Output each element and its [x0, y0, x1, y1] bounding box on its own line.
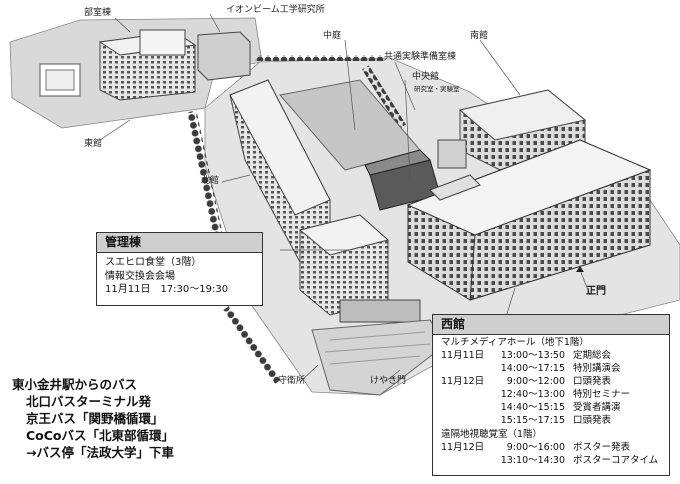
tree-row-right — [362, 65, 406, 129]
kanri-line3: 11月11日 17:30～19:30 — [105, 284, 229, 296]
tree-row-upper — [255, 55, 385, 61]
schedule-event: 定期総会 — [573, 350, 612, 361]
nishi-title: 西館 — [433, 315, 669, 336]
kanri-callout: 管理棟 スエヒロ食堂（3階） 情報交換会会場 11月11日 17:30～19:3… — [96, 232, 263, 306]
schedule-date: 11月12日 — [441, 442, 485, 454]
bus-line2: 北口バスターミナル発 — [26, 394, 152, 409]
kanri-body: スエヒロ食堂（3階） 情報交換会会場 11月11日 17:30～19:30 — [97, 253, 262, 300]
schedule-time: 14:00～17:15 — [500, 362, 565, 374]
schedule-date — [441, 455, 493, 468]
schedule-time: 15:15～17:15 — [500, 414, 565, 426]
schedule-row: 15:15～17:15 口頭発表 — [441, 415, 661, 428]
nishi-room2: 遠隔地視聴覚室（1階） — [441, 429, 543, 441]
ion-beam-building — [197, 31, 251, 81]
bus-line3: 京王バス「関野橋循環」 — [26, 411, 164, 426]
kanri-title: 管理棟 — [97, 233, 262, 254]
schedule-time: 14:40～15:15 — [500, 401, 565, 413]
label-nakaniwa: 中庭 — [323, 31, 342, 41]
nishi-body: マルチメディアホール（地下1階） 11月11日 13:00～13:50 定期総会 14… — [433, 335, 669, 471]
schedule-row: 11月11日 13:00～13:50 定期総会 — [441, 350, 661, 363]
schedule-row: 14:40～15:15 受賞者講演 — [441, 402, 661, 415]
schedule-date — [441, 363, 493, 376]
nishi-callout: 西館 マルチメディアホール（地下1階） 11月11日 13:00～13:50 定期総… — [432, 314, 670, 476]
schedule-event: ポスター発表 — [573, 442, 631, 454]
schedule-row: 11月12日 9:00～16:00 ポスター発表 — [441, 442, 661, 455]
schedule-row: 13:10～14:30 ポスターコアタイム — [441, 455, 661, 468]
label-keyaki: けやき門 — [370, 376, 407, 386]
schedule-date — [441, 415, 493, 428]
bus-line4: CoCoバス「北東部循環」 — [26, 428, 175, 443]
label-ion-beam: イオンビーム工学研究所 — [226, 5, 325, 15]
label-bukashitsu: 部室棟 — [84, 8, 112, 18]
kanri-line1: スエヒロ食堂（3階） — [105, 257, 202, 269]
schedule-event: 口頭発表 — [573, 414, 612, 426]
schedule-date: 11月12日 — [441, 375, 485, 387]
schedule-time: 13:10～14:30 — [500, 455, 565, 467]
label-chuokan-sub: 研究室・実験室 — [414, 85, 460, 93]
nishi-hall: マルチメディアホール（地下1階） — [441, 337, 589, 349]
tree-row-left — [186, 110, 224, 240]
tree-row-front — [222, 305, 282, 385]
label-chuokan: 中央館 — [412, 72, 440, 82]
schedule-row: 14:00～17:15 特別講演会 — [441, 363, 661, 376]
schedule-time: 9:00～16:00 — [506, 442, 565, 454]
schedule-time: 13:00～13:50 — [500, 350, 565, 361]
schedule-event: 受賞者講演 — [573, 401, 621, 413]
label-nankan: 南館 — [470, 31, 489, 41]
schedule-event: 特別セミナー — [573, 388, 631, 400]
schedule-date — [441, 389, 493, 402]
schedule-event: ポスターコアタイム — [573, 455, 659, 467]
bus-line5: →バス停「法政大学」下車 — [26, 445, 174, 460]
label-kyotsu: 共通実験準備室棟 — [384, 52, 457, 62]
schedule-event: 特別講演会 — [573, 362, 621, 374]
schedule-event: 口頭発表 — [573, 375, 612, 387]
schedule-row: 12:40～13:00 特別セミナー — [441, 389, 661, 402]
schedule-row: 11月12日 9:00～12:00 口頭発表 — [441, 376, 661, 389]
label-shueisho: 守衛所 — [278, 376, 306, 386]
schedule-time: 12:40～13:00 — [500, 388, 565, 400]
bus-line1: 東小金井駅からのバス — [12, 377, 138, 392]
label-seimon: 正門 — [586, 286, 606, 297]
kanri-line2: 情報交換会会場 — [105, 270, 175, 282]
schedule-date: 11月11日 — [441, 350, 485, 361]
bus-directions: 東小金井駅からのバス 北口バスターミナル発 京王バス「関野橋循環」 CoCoバス… — [12, 376, 174, 461]
nishi-schedule-2: 11月12日 9:00～16:00 ポスター発表 13:10～14:30 ポスターコアタ… — [441, 442, 661, 468]
label-hokkan: 北館 — [201, 176, 220, 186]
schedule-date — [441, 402, 493, 415]
schedule-time: 9:00～12:00 — [506, 375, 565, 387]
label-tokan: 東館 — [84, 139, 103, 149]
